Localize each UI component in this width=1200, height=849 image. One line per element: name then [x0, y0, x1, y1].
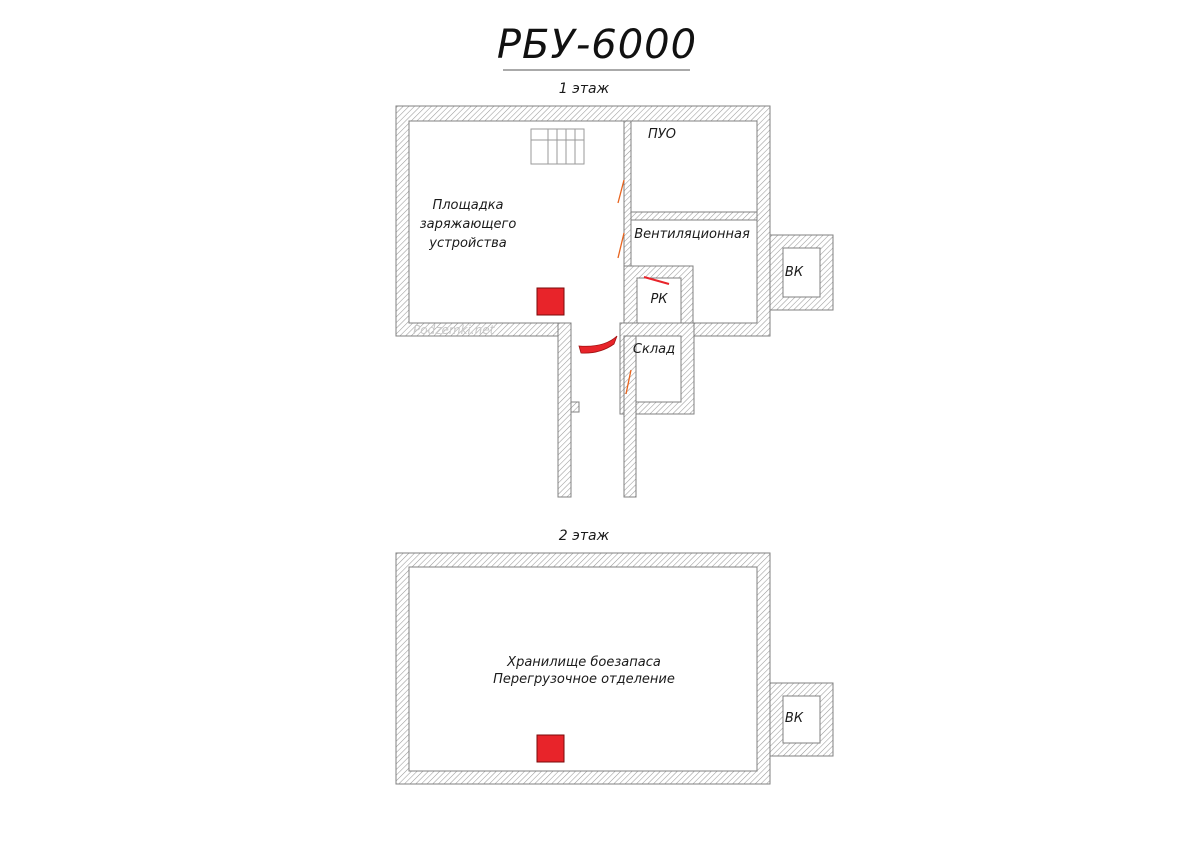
- room-label-puo: ПУО: [648, 127, 676, 142]
- room-label-vk-1: ВК: [785, 265, 804, 280]
- drawing-title: РБУ-6000: [497, 22, 697, 68]
- red-marker-icon: [536, 734, 565, 763]
- floor1-walls: [395, 105, 834, 498]
- watermark: Podzemki.net: [413, 323, 496, 337]
- stairs-icon: [530, 128, 585, 165]
- room-label-ammo-storage: Хранилище боезапаса: [506, 655, 661, 670]
- room-label-charging-2: заряжающего: [420, 217, 517, 232]
- floor2-label: 2 этаж: [559, 528, 610, 544]
- room-label-charging-3: устройства: [428, 236, 506, 251]
- door-icon: [617, 179, 625, 204]
- room-label-ventilation: Вентиляционная: [634, 227, 750, 242]
- floor2-walls: [395, 552, 834, 785]
- room-label-charging-1: Площадка: [432, 198, 503, 213]
- room-label-storage: Склад: [633, 342, 675, 357]
- red-marker-icon: [536, 287, 565, 316]
- door-markers: [617, 179, 632, 395]
- floor1-label: 1 этаж: [559, 81, 610, 97]
- room-label-rk: РК: [650, 292, 668, 307]
- blast-door-icon: [578, 335, 618, 354]
- rk-door-icon: [643, 276, 670, 285]
- room-label-vk-2: ВК: [785, 711, 804, 726]
- door-icon: [625, 369, 632, 395]
- room-label-transfer-section: Перегрузочное отделение: [493, 672, 675, 687]
- door-icon: [617, 232, 625, 259]
